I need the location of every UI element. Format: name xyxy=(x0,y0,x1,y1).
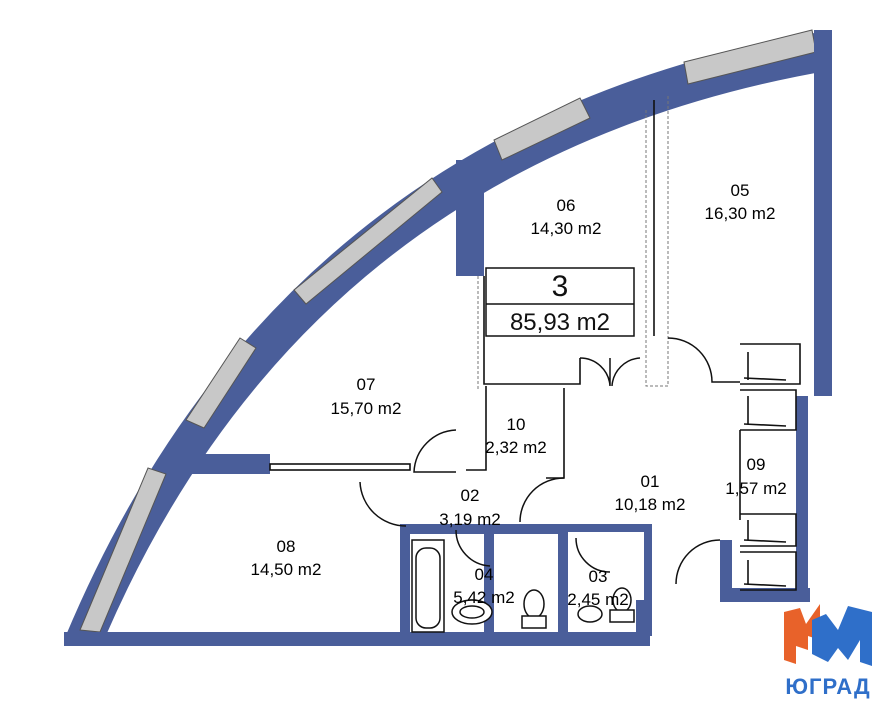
right-wall-lower xyxy=(796,396,808,600)
logo-text: ЮГРАД xyxy=(785,674,870,699)
room-04-area: 5,42 m2 xyxy=(453,588,514,607)
bottom-wall xyxy=(64,632,650,646)
room-01-area: 10,18 m2 xyxy=(615,495,686,514)
window-pane xyxy=(79,467,167,633)
room-10-area: 2,32 m2 xyxy=(485,438,546,457)
bathtub xyxy=(411,539,445,633)
sink-small xyxy=(577,605,603,623)
room-09-area: 1,57 m2 xyxy=(725,479,786,498)
room-07-08-wall xyxy=(178,454,270,474)
room-06-area: 14,30 m2 xyxy=(531,219,602,238)
room-08-area: 14,50 m2 xyxy=(251,560,322,579)
room-05-area: 16,30 m2 xyxy=(705,204,776,223)
room-05-id: 05 xyxy=(731,181,750,200)
bottom-right-wall xyxy=(720,588,810,602)
room-03-area: 2,45 m2 xyxy=(567,590,628,609)
right-wall xyxy=(814,30,832,396)
outer-curved-wall xyxy=(64,29,832,640)
room-labels: 06 14,30 m2 05 16,30 m2 07 15,70 m2 10 2… xyxy=(251,181,787,609)
room-02-id: 02 xyxy=(461,486,480,505)
bathroom-block-walls xyxy=(400,524,652,636)
partition-07-08 xyxy=(269,463,411,471)
window-pane xyxy=(493,97,591,161)
interior-partitions xyxy=(466,96,801,591)
room-06-wall-stub xyxy=(456,160,484,276)
room-03-id: 03 xyxy=(589,567,608,586)
apartment-number: 3 xyxy=(552,270,569,303)
room-04-id: 04 xyxy=(475,565,494,584)
room-06-id: 06 xyxy=(557,196,576,215)
sink xyxy=(451,599,493,625)
toilet xyxy=(521,589,547,629)
bathroom-right-wall xyxy=(720,540,732,600)
yugrad-logo: ЮГРАД xyxy=(784,604,872,699)
doors xyxy=(359,337,740,585)
room-07-id: 07 xyxy=(357,375,376,394)
room-08-id: 08 xyxy=(277,537,296,556)
room-10-id: 10 xyxy=(507,415,526,434)
apartment-total-area: 85,93 m2 xyxy=(510,309,610,336)
room-07-area: 15,70 m2 xyxy=(331,399,402,418)
logo-mark-blue xyxy=(812,606,872,666)
window-pane xyxy=(293,177,443,305)
room-02-area: 3,19 m2 xyxy=(439,510,500,529)
window-pane xyxy=(185,337,257,429)
room-01-id: 01 xyxy=(641,472,660,491)
room-09-id: 09 xyxy=(747,455,766,474)
logo-mark-orange xyxy=(784,604,820,664)
toilet-small xyxy=(609,587,635,623)
apartment-badge: 3 85,93 m2 xyxy=(485,267,635,337)
